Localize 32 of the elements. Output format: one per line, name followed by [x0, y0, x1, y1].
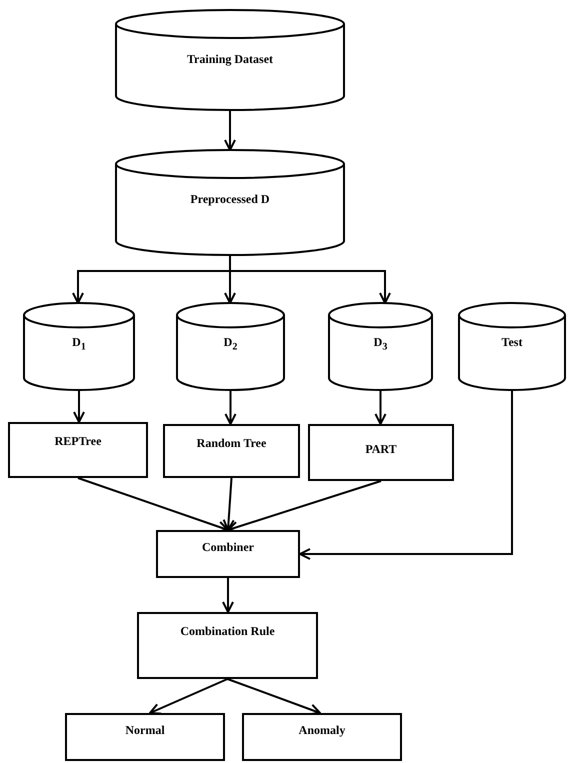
arrow	[149, 678, 228, 715]
node-label: REPTree	[54, 434, 102, 449]
node-label: Combination Rule	[180, 624, 275, 639]
node-label: Combiner	[202, 540, 254, 555]
process-box	[8, 422, 148, 478]
node-label: Preprocessed D	[190, 192, 270, 207]
node-label: PART	[365, 442, 397, 457]
arrow	[224, 390, 236, 425]
node-label: D$_{2}$	[224, 335, 238, 352]
node-label: Training Dataset	[186, 52, 274, 67]
arrow	[73, 390, 85, 423]
arrow	[227, 480, 382, 533]
node-label: D$_{3}$	[374, 335, 388, 352]
arrow	[78, 477, 229, 532]
node-label: D$_{1}$	[72, 335, 86, 352]
process-box	[308, 424, 454, 481]
process-box	[137, 612, 318, 679]
arrow	[222, 478, 235, 531]
arrow	[299, 390, 513, 560]
node-label: Random Tree	[196, 436, 266, 451]
arrow	[224, 110, 236, 151]
process-box	[65, 713, 225, 761]
arrow	[229, 255, 391, 304]
process-box	[156, 530, 300, 578]
arrow	[222, 578, 234, 613]
node-label: Test	[502, 335, 522, 350]
arrow	[374, 390, 386, 425]
process-box	[163, 424, 300, 478]
node-label: Anomaly	[298, 723, 346, 738]
arrow	[227, 678, 321, 716]
node-label: Normal	[125, 723, 165, 738]
process-box	[242, 713, 402, 761]
